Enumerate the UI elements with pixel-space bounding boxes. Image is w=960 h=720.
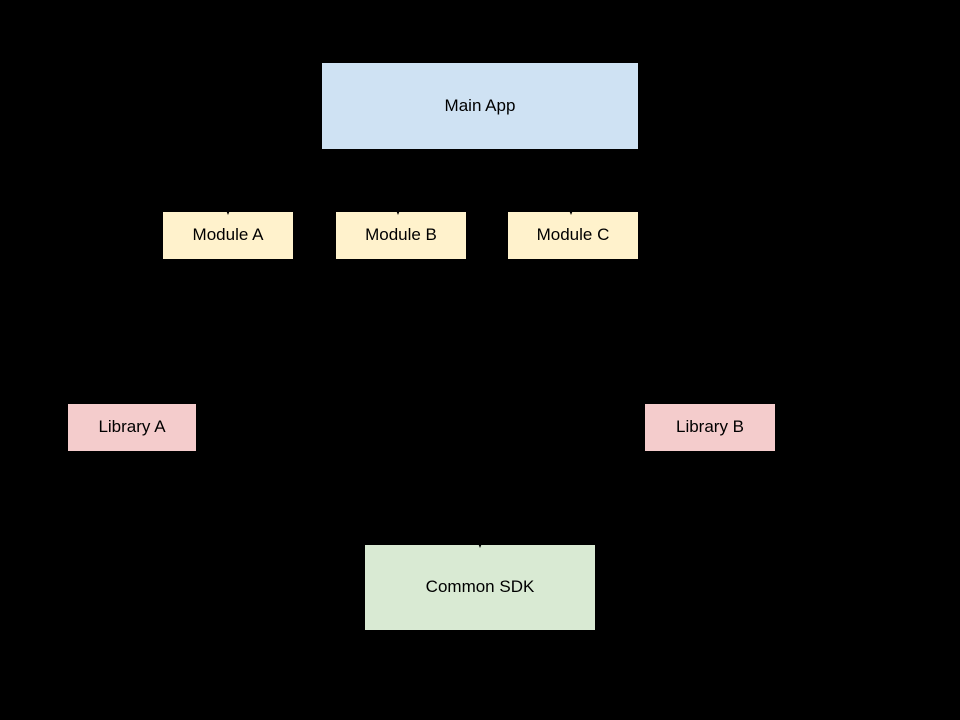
node-library-b: Library B bbox=[645, 404, 775, 451]
node-library-a-label: Library A bbox=[98, 417, 166, 437]
node-common-sdk-label: Common SDK bbox=[425, 577, 535, 597]
arrowhead-icon bbox=[566, 203, 576, 215]
node-module-b-label: Module B bbox=[365, 225, 437, 245]
node-library-a: Library A bbox=[68, 404, 196, 451]
node-module-b: Module B bbox=[336, 212, 466, 259]
node-main-app-label: Main App bbox=[444, 95, 516, 115]
arrowhead-icon bbox=[223, 203, 233, 215]
node-main-app: Main App bbox=[322, 63, 638, 149]
node-module-c-label: Module C bbox=[536, 225, 610, 245]
arrowhead-icon bbox=[475, 536, 485, 548]
node-library-b-label: Library B bbox=[675, 417, 745, 437]
node-common-sdk: Common SDK bbox=[365, 545, 595, 630]
arrowhead-icon bbox=[393, 203, 403, 215]
node-module-a: Module A bbox=[163, 212, 293, 259]
node-module-c: Module C bbox=[508, 212, 638, 259]
node-module-a-label: Module A bbox=[192, 225, 264, 245]
